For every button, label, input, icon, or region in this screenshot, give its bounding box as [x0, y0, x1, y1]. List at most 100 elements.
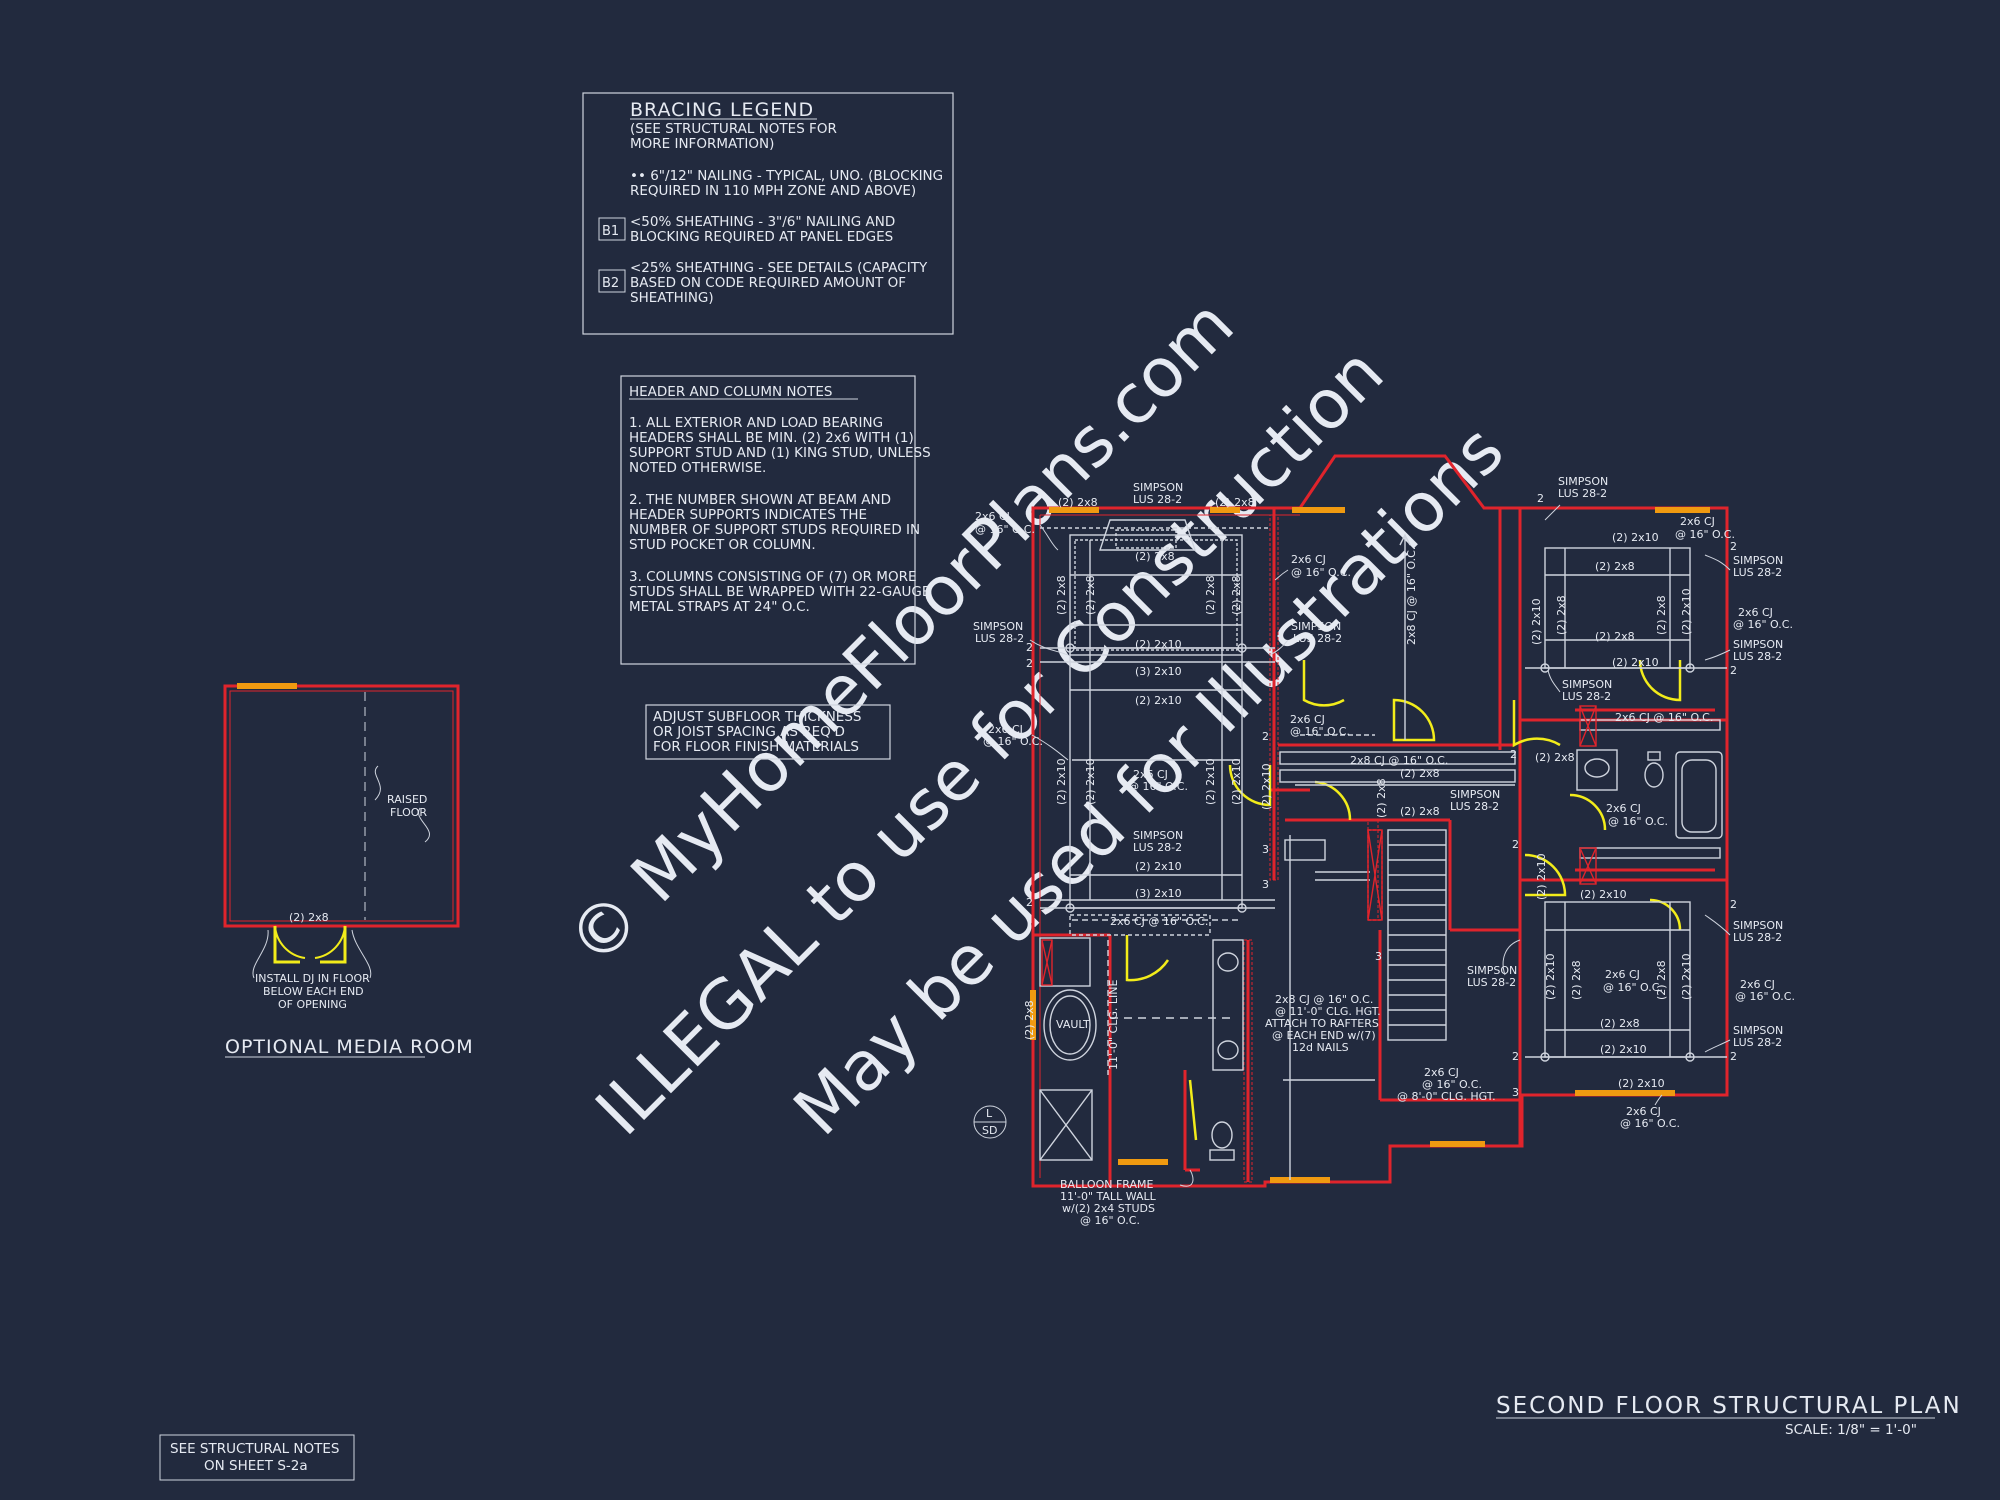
label-oc-3: @ 16" O.C.: [983, 735, 1043, 748]
label-vhdr-19: (2) 2x8: [1375, 778, 1388, 818]
subfloor-note-line-2: OR JOIST SPACING AS REQ'D: [653, 724, 845, 740]
label-cj-11: 2x6 CJ: [1606, 802, 1641, 815]
leader-lines: [1029, 504, 1731, 1187]
label-hdr-12: (2) 2x8: [1595, 560, 1635, 573]
label-lus-9: LUS 28-2: [1562, 690, 1611, 703]
label-hdr-5: (3) 2x10: [1135, 665, 1182, 678]
label-simpson-3: SIMPSON: [1291, 620, 1341, 633]
subfloor-note: ADJUST SUBFLOOR THICKNESS OR JOIST SPACI…: [645, 704, 891, 760]
label-hdr-8: (3) 2x10: [1135, 887, 1182, 900]
center-note-1: 2x8 CJ @ 16" O.C.: [1275, 993, 1373, 1006]
label-cj-14: 2x6 CJ: [1626, 1105, 1661, 1118]
bracing-legend-title: BRACING LEGEND: [630, 99, 814, 121]
media-room-header: (2) 2x8: [289, 911, 329, 924]
b2-tag: B2: [602, 276, 619, 291]
label-oc-14: @ 16" O.C.: [1620, 1117, 1680, 1130]
stud-count-16: 3: [1512, 1086, 1519, 1099]
center-note-5: 12d NAILS: [1292, 1041, 1349, 1054]
label-vhdr-9: (2) 2x10: [1260, 763, 1273, 810]
label-simpson-5: SIMPSON: [1450, 788, 1500, 801]
stud-count-6: 3: [1262, 878, 1269, 891]
center-note-2: @ 11'-0" CLG. HGT.: [1275, 1005, 1381, 1018]
framing-members: [1039, 519, 1727, 1180]
label-vhdr-11: (2) 2x8: [1555, 595, 1568, 635]
b2-line-3: SHEATHING): [630, 290, 714, 306]
label-cj-10: 2x6 CJ @ 16" O.C.: [1615, 711, 1713, 724]
stud-count-11: 2: [1730, 664, 1737, 677]
label-cj-1: 2x6 CJ: [975, 510, 1010, 523]
label-lus-2: LUS 28-2: [975, 632, 1024, 645]
header-note-3-line-1: 3. COLUMNS CONSISTING OF (7) OR MORE: [629, 569, 917, 585]
label-hdr-4: (2) 2x10: [1135, 638, 1182, 651]
header-note-3-line-2: STUDS SHALL BE WRAPPED WITH 22-GAUGE: [629, 584, 930, 600]
label-cj-7: 2x8 CJ @ 16" O.C.: [1350, 754, 1448, 767]
label-oc-12: @ 16" O.C.: [1603, 981, 1663, 994]
raised-floor-label-1: RAISED: [387, 793, 427, 806]
center-note-3: ATTACH TO RAFTERS: [1265, 1017, 1379, 1030]
balloon-note-4: @ 16" O.C.: [1080, 1214, 1140, 1227]
header-note-2-line-2: HEADER SUPPORTS INDICATES THE: [629, 507, 867, 523]
label-cj-8: 2x6 CJ: [1680, 515, 1715, 528]
plan-title: SECOND FLOOR STRUCTURAL PLAN: [1496, 1393, 1962, 1419]
header-notes-title: HEADER AND COLUMN NOTES: [629, 384, 832, 400]
label-cj-12: 2x6 CJ: [1605, 968, 1640, 981]
label-vhdr-17: (2) 2x8: [1655, 960, 1668, 1000]
label-hdr-11: (2) 2x10: [1612, 531, 1659, 544]
label-vhdr-4: (2) 2x8: [1230, 575, 1243, 615]
subfloor-note-line-3: FOR FLOOR FINISH MATERIALS: [653, 739, 859, 755]
section-marker-top: L: [986, 1107, 993, 1120]
stud-count-12: 2: [1730, 898, 1737, 911]
second-floor-plan: L SD (2) 2x8 SIMPSON LUS 28-2 (2) 2x8 2x…: [973, 454, 1795, 1227]
label-vhdr-10: (2) 2x10: [1530, 598, 1543, 645]
label-hdr-13: (2) 2x8: [1595, 630, 1635, 643]
plan-scale: SCALE: 1/8" = 1'-0": [1785, 1422, 1917, 1438]
dj-note-line-1: INSTALL DJ IN FLOOR: [255, 972, 370, 985]
label-vhdr-8: (2) 2x10: [1230, 758, 1243, 805]
label-lus-4: LUS 28-2: [1133, 841, 1182, 854]
label-hdr-bath: (2) 2x8: [1023, 1000, 1036, 1040]
label-simpson-9: SIMPSON: [1562, 678, 1612, 691]
header-note-2-line-3: NUMBER OF SUPPORT STUDS REQUIRED IN: [629, 522, 920, 538]
label-vhdr-7: (2) 2x10: [1204, 758, 1217, 805]
stud-count-7: 3: [1375, 950, 1382, 963]
bracing-legend: BRACING LEGEND (SEE STRUCTURAL NOTES FOR…: [582, 92, 954, 335]
label-vhdr-16: (2) 2x8: [1570, 960, 1583, 1000]
stud-count-9: 2: [1537, 492, 1544, 505]
b1-tag: B1: [602, 224, 619, 239]
stair-treads: [1388, 844, 1446, 1026]
label-hdr-18: (2) 2x10: [1600, 1043, 1647, 1056]
label-cj-2: 2x6 CJ: [1291, 553, 1326, 566]
label-hdr-9: (2) 2x8: [1400, 767, 1440, 780]
header-note-1-line-4: NOTED OTHERWISE.: [629, 460, 766, 476]
balloon-note-3: w/(2) 2x4 STUDS: [1062, 1202, 1155, 1215]
label-hdr-2: (2) 2x8: [1215, 496, 1255, 509]
clg-line-label: 11'-0" CLG. LINE: [1107, 980, 1120, 1070]
stud-count-10: 2: [1730, 540, 1737, 553]
label-hdr-10: (2) 2x8: [1400, 805, 1440, 818]
stud-count-3: 2: [1026, 896, 1033, 909]
lower-note-1: 2x6 CJ: [1424, 1066, 1459, 1079]
label-oc-13: @ 16" O.C.: [1735, 990, 1795, 1003]
label-hdr-7: (2) 2x10: [1135, 860, 1182, 873]
label-hdr-17: (2) 2x8: [1600, 1017, 1640, 1030]
media-room-title: OPTIONAL MEDIA ROOM: [225, 1036, 474, 1058]
subfloor-note-line-1: ADJUST SUBFLOOR THICKNESS: [653, 709, 861, 725]
plan-labels: (2) 2x8 SIMPSON LUS 28-2 (2) 2x8 2x6 CJ …: [973, 475, 1795, 1227]
label-vhdr-13: (2) 2x10: [1680, 588, 1693, 635]
bracing-legend-subtitle-1: (SEE STRUCTURAL NOTES FOR: [630, 121, 837, 137]
label-lus-3: LUS 28-2: [1293, 632, 1342, 645]
label-hdr-6: (2) 2x10: [1135, 694, 1182, 707]
section-marker-bottom: SD: [982, 1124, 997, 1137]
raised-floor-label-2: FLOOR: [390, 806, 427, 819]
label-hdr-1: (2) 2x8: [1058, 496, 1098, 509]
lower-note-3: @ 8'-0" CLG. HGT.: [1397, 1090, 1496, 1103]
windows: [1030, 507, 1710, 1183]
label-lus-11: LUS 28-2: [1733, 1036, 1782, 1049]
label-cj-5: 2x6 CJ @ 16" O.C.: [1110, 915, 1208, 928]
label-cj-vertical: 2x8 CJ @ 16" O.C.: [1405, 547, 1418, 645]
header-note-2-line-1: 2. THE NUMBER SHOWN AT BEAM AND: [629, 492, 891, 508]
label-lus-7: LUS 28-2: [1733, 566, 1782, 579]
label-vhdr-5: (2) 2x10: [1055, 758, 1068, 805]
label-lus-1: LUS 28-2: [1133, 493, 1182, 506]
